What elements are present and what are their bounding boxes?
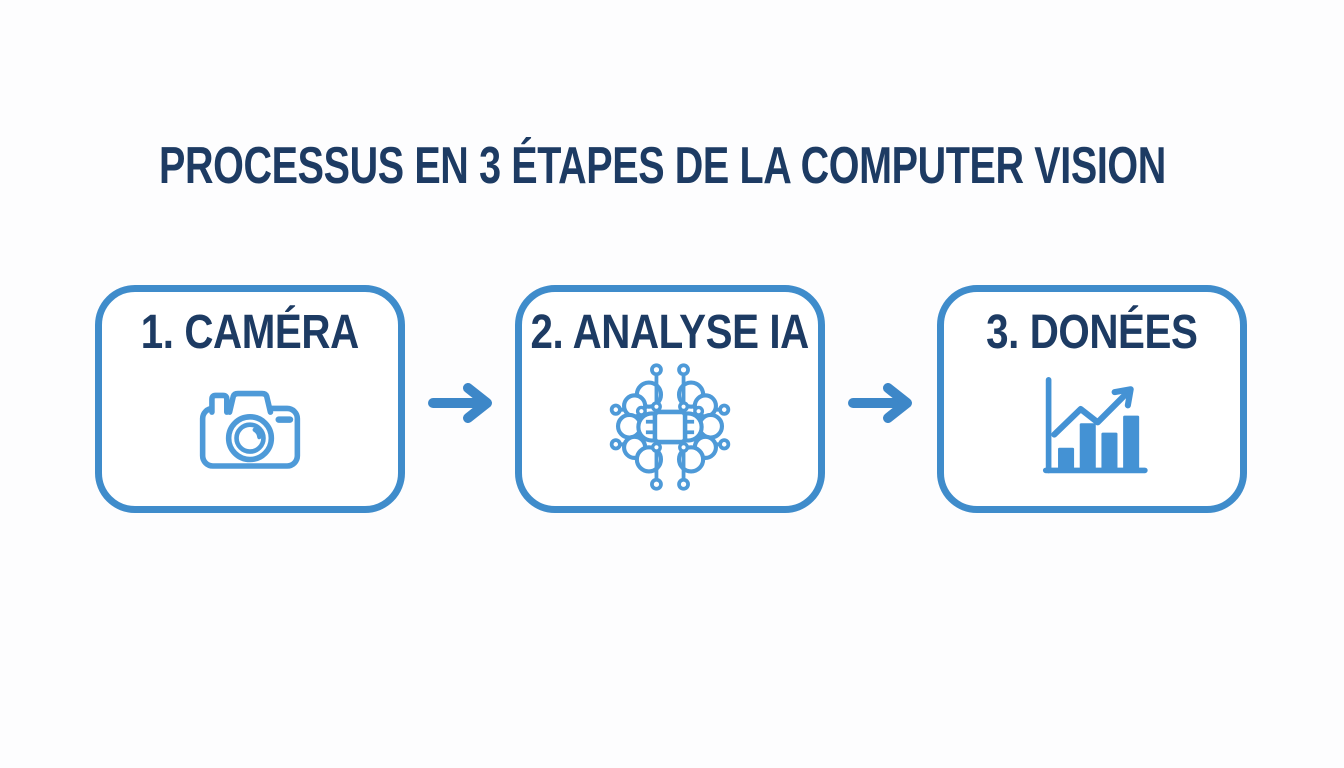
step-label-donnees-text: 3. DONÉES [986,306,1198,359]
step-label-analyse-ia: 2. ANALYSE IA [504,306,835,359]
bar-chart-growth-icon [944,358,1240,506]
step-label-donnees: 3. DONÉES [966,306,1218,359]
diagram-title-text: PROCESSUS EN 3 ÉTAPES DE LA COMPUTER VIS… [158,137,1166,195]
step-label-camera: 1. CAMÉRA [120,306,380,359]
right-arrow-icon [428,383,498,423]
step-box-analyse-ia: 2. ANALYSE IA [515,285,825,513]
ai-brain-chip-icon [522,358,818,506]
diagram-title: PROCESSUS EN 3 ÉTAPES DE LA COMPUTER VIS… [0,136,1320,196]
step-label-camera-text: 1. CAMÉRA [140,306,360,359]
step-box-donnees: 3. DONÉES [937,285,1247,513]
right-arrow-icon [848,383,918,423]
step-box-camera: 1. CAMÉRA [95,285,405,513]
step-label-analyse-ia-text: 2. ANALYSE IA [530,306,810,359]
camera-icon [102,358,398,506]
